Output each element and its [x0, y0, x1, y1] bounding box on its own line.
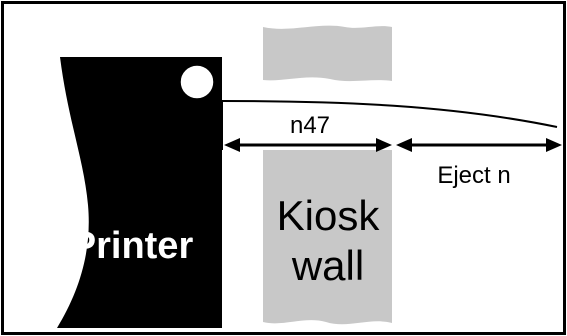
- distance-arrow-right-head: [376, 138, 392, 152]
- eject-arrow-right-head: [546, 138, 562, 152]
- wall-label-line1: Kiosk: [277, 192, 381, 239]
- roller-circle: [179, 64, 215, 100]
- eject-arrow-left-head: [396, 138, 412, 152]
- printer-label: Printer: [71, 225, 194, 267]
- kiosk-wall-lower: [263, 150, 392, 325]
- wall-label-line2: wall: [291, 242, 364, 289]
- distance-arrow-left-head: [224, 138, 240, 152]
- kiosk-wall-upper: [263, 25, 392, 82]
- eject-label: Eject n: [437, 162, 510, 189]
- printer-body: [57, 57, 222, 328]
- distance-label: n47: [290, 112, 330, 139]
- paper-path-line: [221, 100, 558, 128]
